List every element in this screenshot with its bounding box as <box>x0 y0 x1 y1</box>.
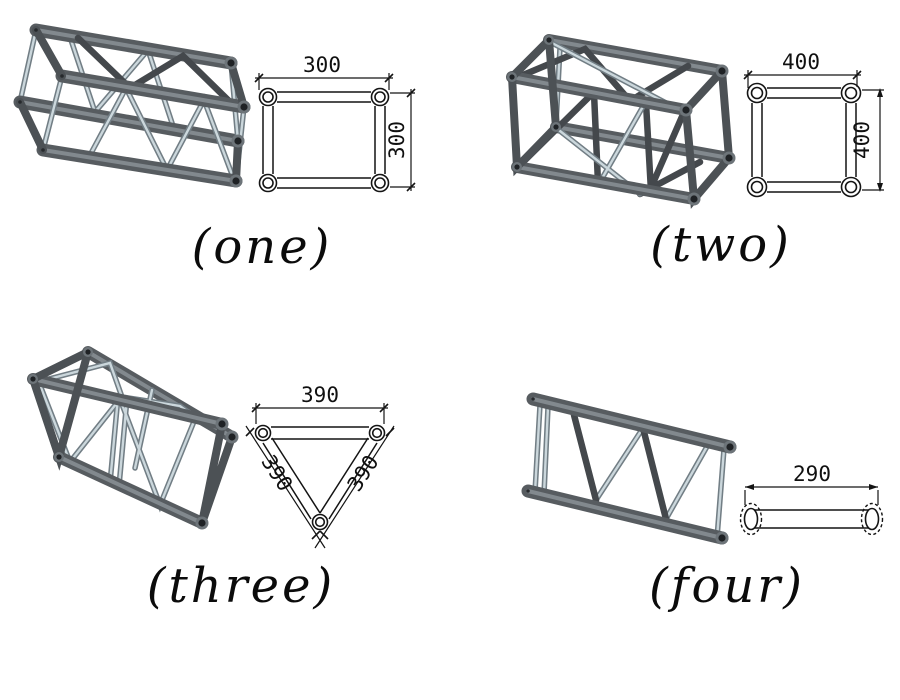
section-drawing-square-400: 400 400 <box>743 50 884 198</box>
tube-end-rings <box>715 440 737 545</box>
panel-three: 390 390 390 (three) <box>27 346 395 614</box>
panel-label-three: (three) <box>147 558 335 614</box>
tube-end-rings <box>224 56 251 188</box>
panel-label-two: (two) <box>650 217 792 273</box>
truss-photo-square-300 <box>13 23 251 188</box>
tube-end-pins <box>18 28 64 152</box>
dim-width-label-four: 290 <box>793 462 831 486</box>
panel-label-four: (four) <box>649 558 805 614</box>
panel-one: 300 300 (one) <box>13 23 416 275</box>
truss-photo-square-400 <box>506 34 736 209</box>
truss-photo-triangle-390 <box>27 346 239 530</box>
dim-height-label-one: 300 <box>385 121 409 159</box>
tube-end-pins <box>526 397 535 493</box>
tube-end-rings <box>28 347 239 530</box>
dim-top-label-three: 390 <box>301 383 339 407</box>
dim-width-label-one: 300 <box>303 53 341 77</box>
section-drawing-ladder-290: 290 <box>739 462 884 536</box>
panel-four: 290 (four) <box>521 392 884 614</box>
section-drawing-square-300: 300 300 <box>254 53 416 193</box>
dim-height-label-two: 400 <box>850 121 874 159</box>
truss-photo-ladder-290 <box>521 392 737 545</box>
tube-end-rings <box>507 35 736 206</box>
dim-width-label-two: 400 <box>782 50 820 74</box>
section-drawing-triangle-390: 390 390 390 <box>245 383 395 549</box>
panel-label-one: (one) <box>192 219 333 275</box>
panel-two: 400 400 (two) <box>506 34 884 273</box>
